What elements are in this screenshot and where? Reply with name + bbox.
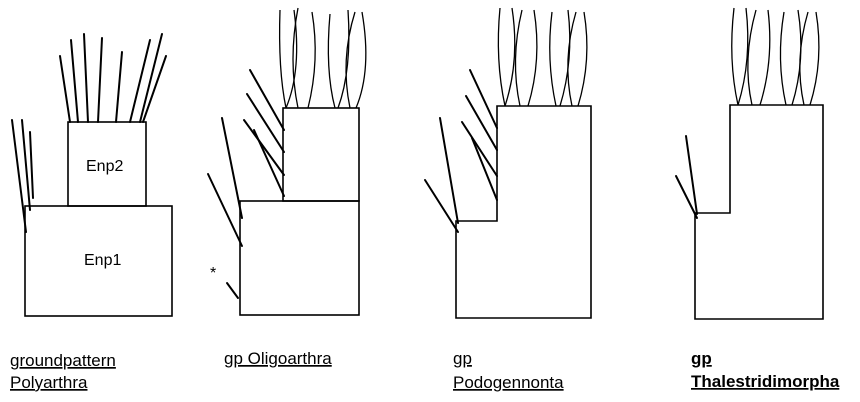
panel-thalestridimorpha: gp Thalestridimorpha — [676, 8, 840, 391]
enp2-segment — [283, 108, 359, 201]
enp2-inner-setae — [244, 70, 284, 196]
enp1-segment — [240, 201, 359, 315]
caption-line-1: gp — [691, 349, 712, 368]
panel-podogennonta: gp Podogennonta — [425, 8, 591, 392]
caption-line-1: groundpattern — [10, 351, 116, 370]
enp1-setae — [208, 118, 242, 246]
panel-polyarthra: Enp2 Enp1 groundpattern Polyarthra — [10, 34, 172, 392]
panel-oligoarthra: * gp Oligoarthra — [208, 8, 366, 368]
enp1-setae — [12, 120, 33, 232]
enp1-setae — [676, 136, 697, 218]
asterisk-marker: * — [210, 265, 216, 282]
enp2-apical-setae — [280, 8, 366, 108]
segment-label-enp2: Enp2 — [86, 158, 123, 175]
caption-line-2: Podogennonta — [453, 373, 564, 392]
endopod-outline — [456, 106, 591, 318]
endopod-outline — [695, 105, 823, 319]
caption-line-2: Polyarthra — [10, 373, 88, 392]
enp1-setae — [425, 118, 458, 232]
caption-line-2: Thalestridimorpha — [691, 372, 840, 391]
segment-label-enp1: Enp1 — [84, 252, 121, 269]
caption-line-1: gp Oligoarthra — [224, 349, 332, 368]
enp2-apical-setae — [498, 8, 587, 106]
caption-line-1: gp — [453, 349, 472, 368]
reduced-seta-mark — [227, 283, 238, 298]
enp2-apical-setae — [60, 34, 166, 122]
enp2-inner-setae — [462, 70, 497, 200]
enp2-apical-setae — [732, 8, 819, 105]
